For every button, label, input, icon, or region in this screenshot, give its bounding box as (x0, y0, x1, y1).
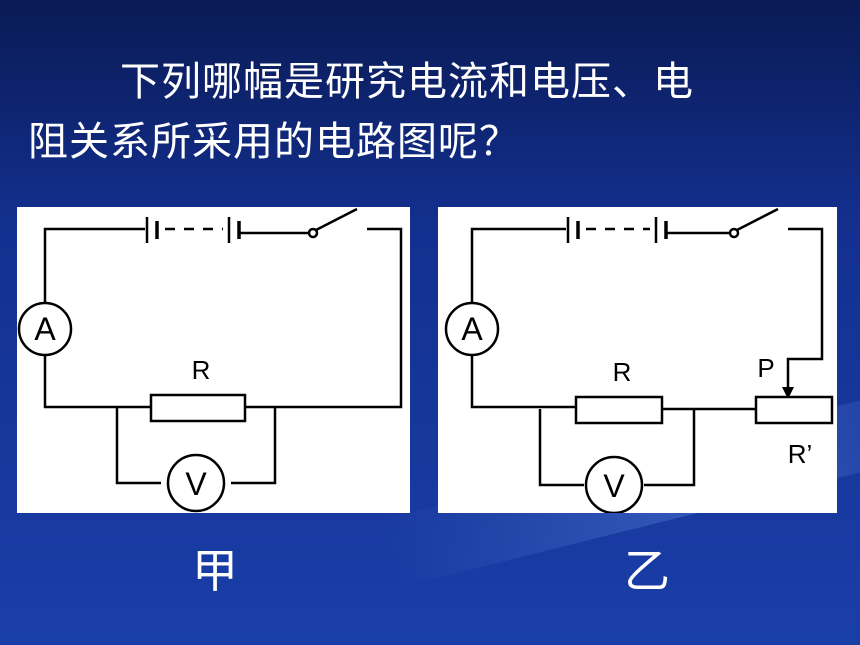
rheostat (754, 395, 834, 425)
slider-arrow (782, 387, 794, 399)
question-line-2: 阻关系所采用的电路图呢？ (28, 119, 520, 165)
resistor-label: R (192, 355, 211, 385)
question-text: 下列哪幅是研究电流和电压、电 阻关系所采用的电路图呢？ (28, 52, 828, 172)
ammeter-label: A (461, 311, 483, 347)
caption-a: 甲 (192, 544, 238, 598)
slider-label: P (757, 353, 774, 383)
voltmeter-label: V (185, 466, 207, 502)
voltmeter-circle (166, 453, 226, 513)
wire-voltmeter-branch-right (231, 407, 277, 485)
wire-voltmeter-branch (538, 409, 584, 487)
circuit-diagram-a: A R V (17, 207, 410, 513)
wire-right (245, 227, 403, 409)
rheostat-label: R’ (788, 439, 813, 469)
wire-top-left (470, 227, 566, 305)
voltmeter-label: V (603, 468, 625, 504)
wire-left-bottom (43, 355, 151, 409)
voltmeter-circle (584, 455, 644, 513)
circuit-diagram-b: P A R R’ V (438, 207, 837, 513)
wire-voltmeter-branch-right (644, 409, 696, 487)
circuit-b-svg: P A R R’ V (444, 207, 834, 513)
wire-right (786, 227, 824, 393)
switch-blade (315, 207, 358, 232)
switch-pivot (728, 227, 740, 239)
wire-left-bottom (470, 355, 576, 409)
question-line-1: 下列哪幅是研究电流和电压、电 (120, 59, 694, 105)
ammeter-label: A (34, 311, 56, 347)
wire-voltmeter-branch (115, 407, 161, 485)
resistor-r (149, 393, 247, 423)
circuit-a-svg: A R V (17, 207, 403, 513)
switch-blade (736, 207, 779, 232)
wire-top-left (43, 227, 145, 305)
resistor-r (574, 395, 664, 425)
caption-b: 乙 (624, 544, 670, 598)
switch-pivot (307, 227, 319, 239)
resistor-label: R (613, 357, 632, 387)
